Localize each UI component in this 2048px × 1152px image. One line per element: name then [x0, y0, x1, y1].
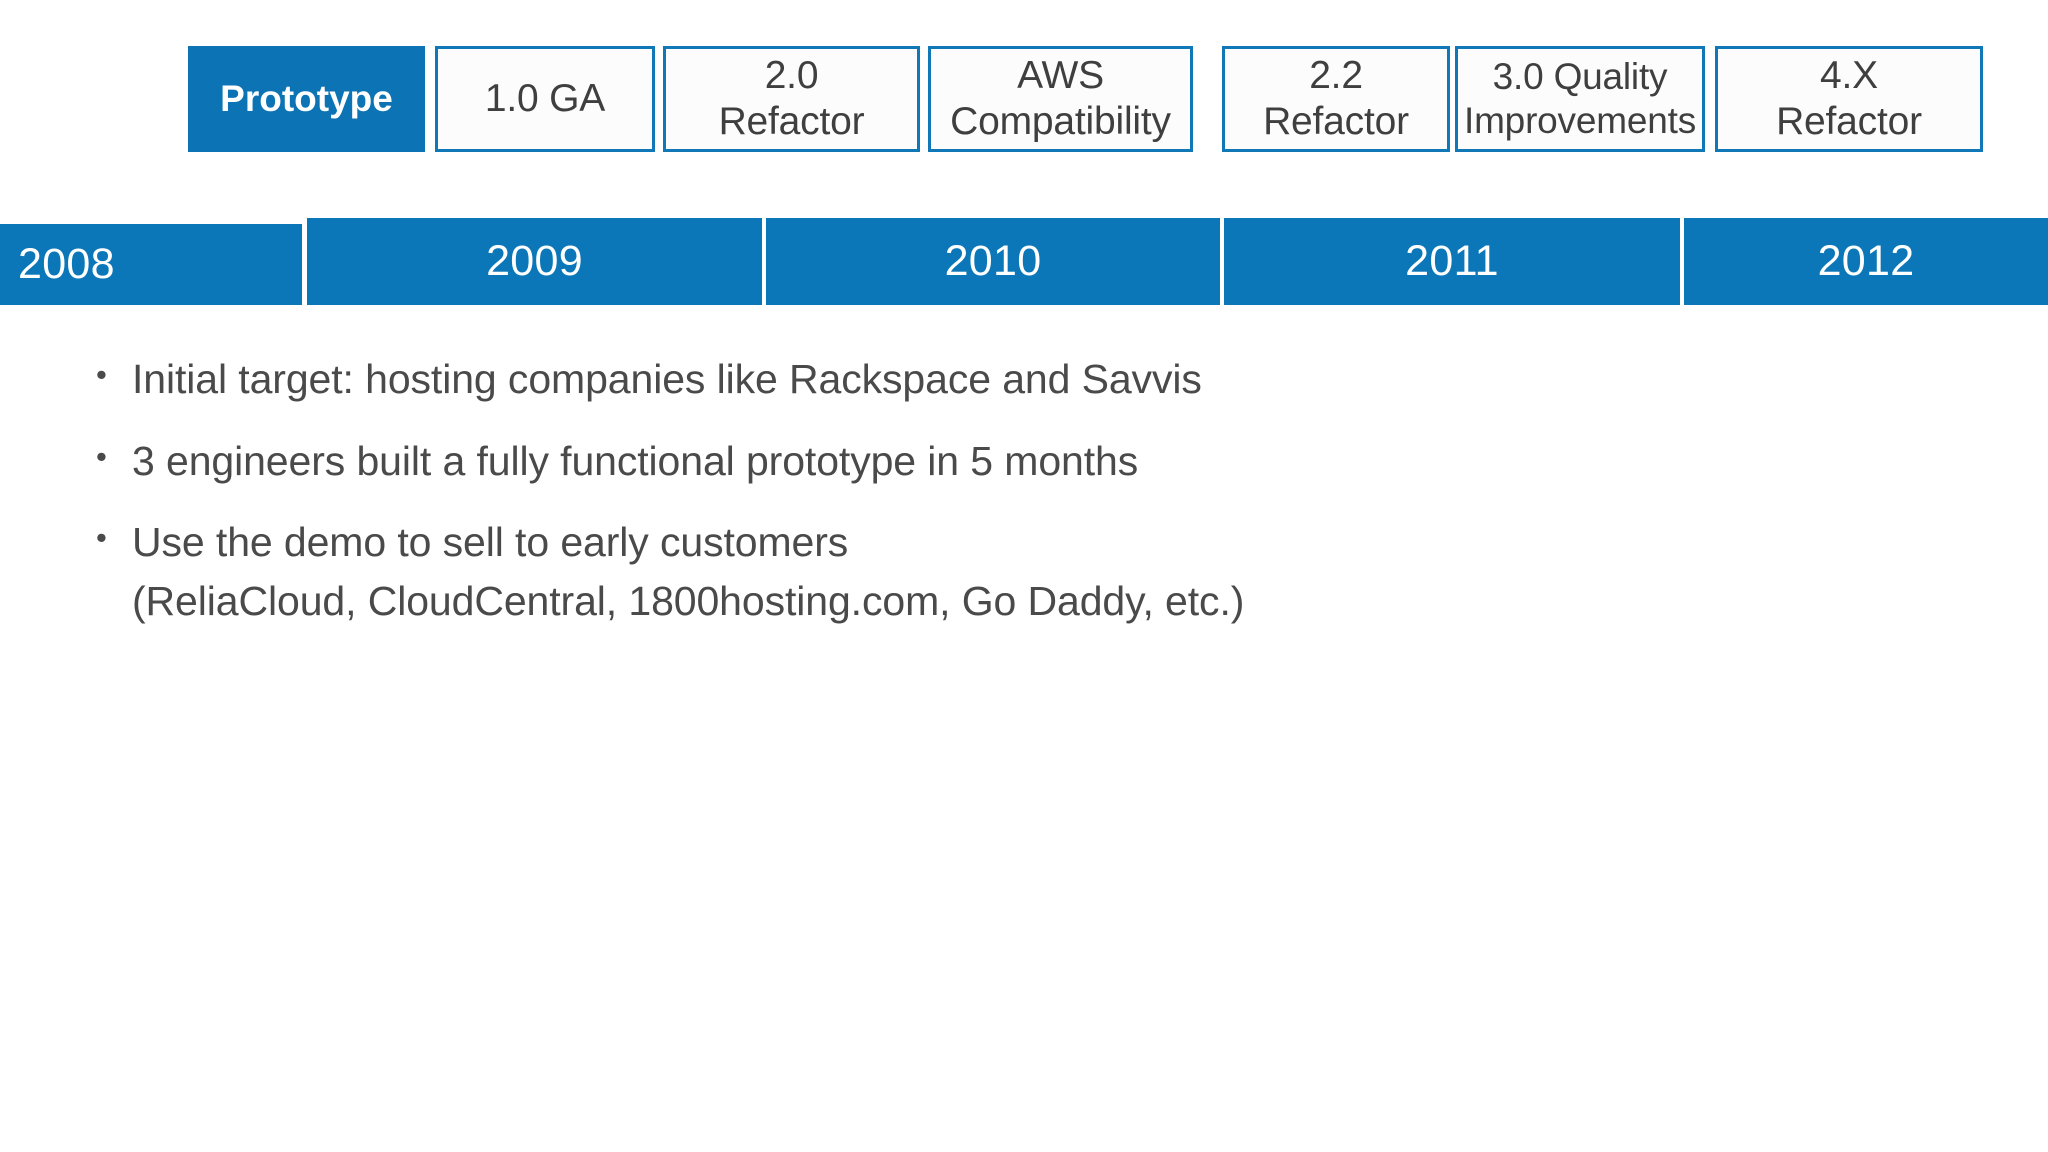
- bullet-text: Use the demo to sell to early customers …: [132, 519, 1245, 624]
- list-item: • Use the demo to sell to early customer…: [96, 513, 1896, 630]
- year-bar-2008[interactable]: 2008: [0, 224, 302, 305]
- year-bar-2012[interactable]: 2012: [1684, 218, 2048, 305]
- year-bar-2009[interactable]: 2009: [307, 218, 762, 305]
- milestone-label: Prototype: [220, 78, 393, 120]
- milestone-label: 2.0 Refactor: [718, 53, 865, 143]
- milestone-2-2-refactor[interactable]: 2.2 Refactor: [1222, 46, 1450, 152]
- bullet-text: Initial target: hosting companies like R…: [132, 356, 1202, 402]
- timeline: Prototype 1.0 GA 2.0 Refactor AWS Compat…: [0, 0, 2048, 310]
- year-label: 2009: [486, 237, 583, 285]
- milestone-label: 2.2 Refactor: [1263, 53, 1409, 143]
- milestone-label: AWS Compatibility: [950, 53, 1171, 143]
- year-label: 2011: [1405, 237, 1499, 285]
- milestone-3-0-quality-improvements[interactable]: 3.0 Quality Improvements: [1455, 46, 1705, 152]
- list-item: • 3 engineers built a fully functional p…: [96, 432, 1896, 491]
- milestone-4-x-refactor[interactable]: 4.X Refactor: [1715, 46, 1983, 152]
- bullet-marker-icon: •: [96, 520, 107, 556]
- list-item: • Initial target: hosting companies like…: [96, 350, 1896, 409]
- milestone-2-0-refactor[interactable]: 2.0 Refactor: [663, 46, 920, 152]
- milestone-aws-compatibility[interactable]: AWS Compatibility: [928, 46, 1193, 152]
- milestone-label: 4.X Refactor: [1776, 53, 1922, 143]
- year-label: 2010: [944, 237, 1042, 285]
- milestone-prototype[interactable]: Prototype: [188, 46, 425, 152]
- milestone-label: 3.0 Quality Improvements: [1463, 56, 1696, 141]
- year-bar-2010[interactable]: 2010: [766, 218, 1220, 305]
- bullet-list: • Initial target: hosting companies like…: [96, 350, 1896, 654]
- bullet-text: 3 engineers built a fully functional pro…: [132, 437, 1139, 484]
- milestone-1-0-ga[interactable]: 1.0 GA: [435, 46, 655, 152]
- year-label: 2008: [18, 240, 115, 288]
- bullet-marker-icon: •: [96, 438, 107, 474]
- year-label: 2012: [1817, 237, 1915, 285]
- year-bar-2011[interactable]: 2011: [1224, 218, 1680, 305]
- milestone-label: 1.0 GA: [484, 76, 606, 120]
- bullet-marker-icon: •: [96, 357, 107, 392]
